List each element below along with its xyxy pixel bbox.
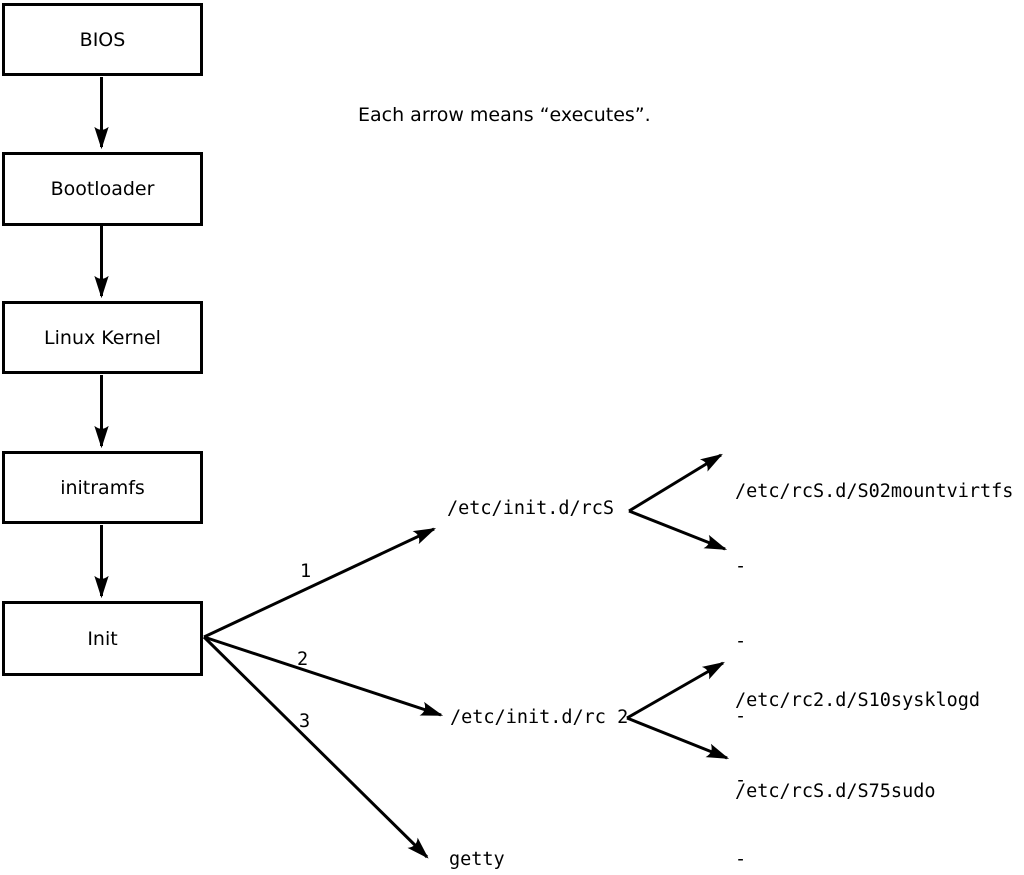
- rcs-script-list: /etc/rcS.d/S02mountvirtfs - - - /etc/rcS…: [735, 429, 1013, 854]
- arrow-init-to-getty: [202, 635, 429, 859]
- node-initramfs: initramfs: [2, 451, 203, 524]
- legend-note: Each arrow means “executes”.: [358, 104, 651, 126]
- node-bootloader-label: Bootloader: [50, 178, 155, 200]
- node-bios: BIOS: [2, 3, 203, 76]
- node-init-label: Init: [87, 627, 118, 650]
- rcs-script-line-1: /etc/rcS.d/S02mountvirtfs: [735, 481, 1014, 502]
- rc2-script-line-2: -: [735, 769, 747, 791]
- arrow-rc2-to-s99gdm: [626, 716, 730, 760]
- branch-3-number: 3: [299, 711, 311, 732]
- node-linux-kernel-label: Linux Kernel: [44, 326, 161, 349]
- branch-1-number: 1: [300, 561, 312, 582]
- rc2-script-line-3: -: [735, 849, 747, 870]
- rcs-script-line-4: -: [735, 706, 747, 727]
- rc2-script-list: /etc/rc2.d/S10sysklogd - - - /etc/rc2.d/…: [735, 635, 980, 875]
- node-linux-kernel: Linux Kernel: [2, 301, 203, 374]
- node-init: Init: [2, 601, 203, 676]
- rcs-script-line-5: /etc/rcS.d/S75sudo: [735, 781, 936, 802]
- arrow-init-to-rc2: [203, 635, 444, 717]
- branch-2-number: 2: [297, 649, 309, 670]
- target-rc2-label: /etc/init.d/rc 2: [450, 707, 629, 728]
- target-rcs-label: /etc/init.d/rcS: [447, 498, 615, 519]
- node-bootloader: Bootloader: [2, 152, 203, 226]
- rc2-script-line-1: /etc/rc2.d/S10sysklogd: [735, 690, 981, 711]
- arrow-rcs-to-s75sudo: [628, 509, 728, 551]
- arrow-init-to-rcs: [203, 527, 437, 639]
- rcs-script-line-3: -: [735, 631, 747, 652]
- node-initramfs-label: initramfs: [60, 476, 145, 499]
- node-bios-label: BIOS: [79, 28, 126, 51]
- rcs-script-line-2: -: [735, 556, 747, 577]
- arrow-rc2-to-s10sysklogd: [626, 661, 725, 720]
- target-getty-label: getty: [449, 849, 505, 870]
- arrow-rcs-to-s02mountvirtfs: [628, 453, 723, 513]
